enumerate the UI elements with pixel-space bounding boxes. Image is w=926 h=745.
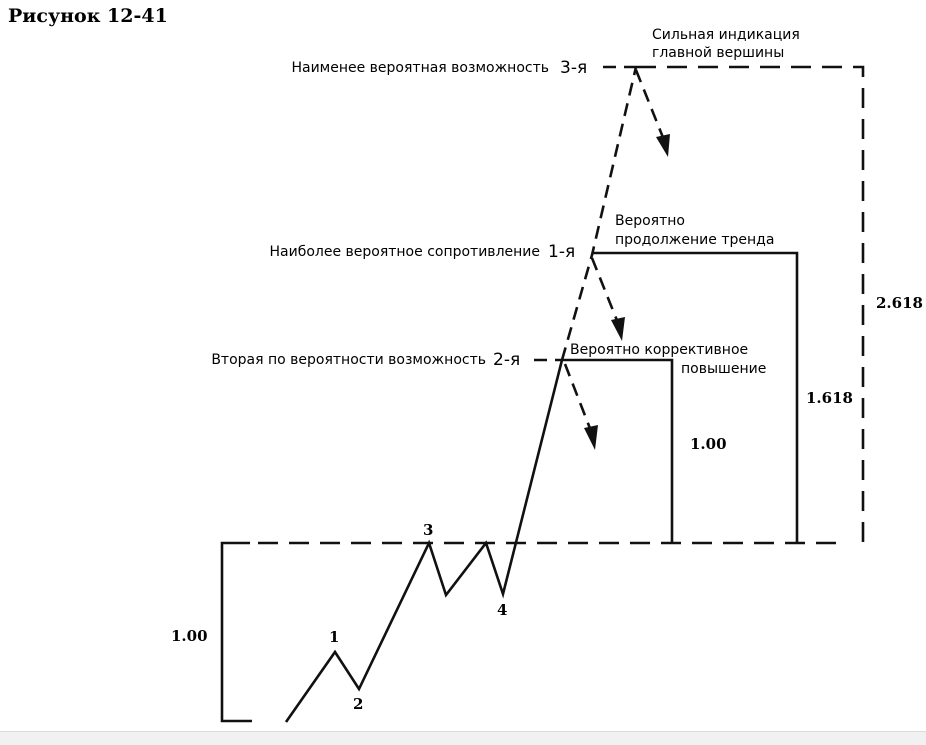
level-1-00-ratio: 1.00 [690,435,727,453]
base-wave-ratio: 1.00 [171,627,208,645]
level-1-618-bracket [592,251,799,543]
wave-3-label: 3 [423,521,433,539]
wave-2-label: 2 [353,695,363,713]
level-1-00-bracket [562,358,674,543]
level-3-note-line2: главной вершины [652,45,784,61]
level-2-label: Вторая по вероятности возможность [211,352,486,368]
level-3-label: Наименее вероятная возможность [291,60,549,76]
base-wave-bracket [220,541,252,723]
reversal-arrow-3-icon [656,134,670,157]
level-2-618-bracket [636,65,865,543]
level-1-note-line2: продолжение тренда [615,232,774,248]
level-1-label: Наиболее вероятное сопротивление [269,244,540,260]
level-1-rank: 1-я [548,242,575,262]
reversal-arrow-3-shaft [634,69,666,141]
reversal-arrow-1-icon [611,317,625,341]
figure-title: Рисунок 12-41 [8,5,168,27]
level-2-note-line1: Вероятно коррективное [570,342,748,358]
reversal-arrow-2-shaft [563,363,593,432]
reversal-arrow-2-icon [584,425,598,450]
bottom-scroll-strip [0,731,926,745]
wave-1-label: 1 [329,628,339,646]
reversal-arrow-1-shaft [590,257,620,324]
level-1-note-line1: Вероятно [615,213,685,229]
level-2-note-line2: повышение [681,361,766,377]
level-2-rank: 2-я [493,350,520,370]
wave-4-label: 4 [497,601,507,619]
price-wave-path [284,359,564,723]
level-1-618-ratio: 1.618 [806,389,853,407]
level-2-618-ratio: 2.618 [876,294,923,312]
level-3-note-line1: Сильная индикация [652,27,800,43]
level-3-rank: 3-я [560,58,587,78]
projected-extension-path [560,66,638,361]
